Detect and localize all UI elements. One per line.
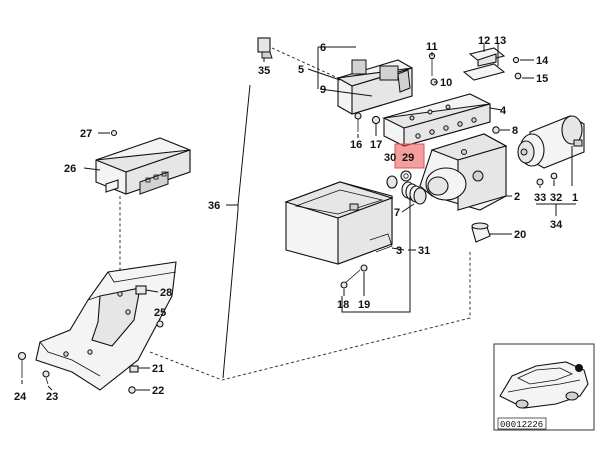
- label-3: 3: [396, 245, 402, 257]
- bolt-24: [17, 351, 27, 378]
- reference-code: 00012226: [500, 420, 543, 430]
- hydraulic-unit-2: [419, 133, 508, 211]
- label-20: 20: [514, 229, 526, 241]
- label-21: 21: [152, 363, 164, 375]
- seal-3: [369, 233, 393, 253]
- plug-8: [492, 126, 500, 134]
- label-2: 2: [514, 191, 520, 203]
- clip-21: [129, 365, 139, 373]
- label-18: 18: [337, 299, 349, 311]
- control-unit-housing: [284, 181, 394, 265]
- valve-block-5: [336, 59, 413, 115]
- label-17: 17: [370, 139, 382, 151]
- label-11: 11: [426, 41, 438, 53]
- washer-32: [550, 172, 558, 180]
- label-15: 15: [536, 73, 548, 85]
- ring-30: [386, 175, 398, 189]
- screw-27: [98, 129, 118, 137]
- label-35: 35: [258, 65, 270, 77]
- label-14: 14: [536, 55, 549, 67]
- label-1: 1: [572, 192, 578, 204]
- screw-16: [354, 112, 362, 132]
- leader-lines: [21, 44, 576, 391]
- nut-33: [536, 178, 544, 186]
- label-6: 6: [320, 42, 326, 54]
- plug-35: [257, 37, 339, 79]
- distributor-block-4: [382, 93, 491, 147]
- spring-7: [401, 181, 427, 205]
- label-36: 36: [208, 200, 220, 212]
- label-24: 24: [14, 391, 27, 403]
- vehicle-location-inset: 00012226: [493, 343, 595, 431]
- part-labels: 1 2 3 4 5 6 7 8 9 10 11 12 13 14 15 16 1…: [14, 35, 578, 403]
- screw-25: [156, 320, 164, 328]
- label-7: 7: [394, 207, 400, 219]
- nut-23: [42, 370, 50, 385]
- pump-motor-1: [517, 115, 585, 169]
- label-10: 10: [440, 77, 452, 89]
- label-13: 13: [494, 35, 506, 47]
- label-8: 8: [512, 125, 518, 137]
- screw-11: [428, 52, 436, 76]
- nut-19: [360, 264, 368, 272]
- label-9: 9: [320, 84, 326, 96]
- label-4: 4: [500, 105, 507, 117]
- label-26: 26: [64, 163, 76, 175]
- plate-13: [462, 63, 506, 81]
- washer-17: [371, 115, 381, 125]
- label-22: 22: [152, 385, 164, 397]
- label-33: 33: [534, 192, 546, 204]
- label-28: 28: [160, 287, 172, 299]
- bolt-14: [512, 56, 520, 64]
- label-29: 29: [402, 152, 414, 164]
- label-32: 32: [550, 192, 562, 204]
- label-27: 27: [80, 128, 92, 140]
- label-19: 19: [358, 299, 370, 311]
- washer-22: [128, 386, 136, 394]
- highlight-part-29: [394, 143, 425, 169]
- label-30: 30: [384, 152, 396, 164]
- label-25: 25: [154, 307, 166, 319]
- label-12: 12: [478, 35, 490, 47]
- label-31: 31: [418, 245, 430, 257]
- label-34: 34: [550, 219, 563, 231]
- oring-29: [400, 170, 412, 182]
- control-module-26: [95, 137, 191, 195]
- label-23: 23: [46, 391, 58, 403]
- cover-12: [468, 47, 506, 67]
- clip-28: [135, 285, 147, 295]
- label-16: 16: [350, 139, 362, 151]
- screw-18: [340, 269, 361, 289]
- rubber-mount-20: [471, 222, 491, 243]
- nut-15: [514, 72, 522, 80]
- component-location-marker: [575, 364, 583, 372]
- label-5: 5: [298, 64, 304, 76]
- group-bracket-36: [222, 84, 251, 379]
